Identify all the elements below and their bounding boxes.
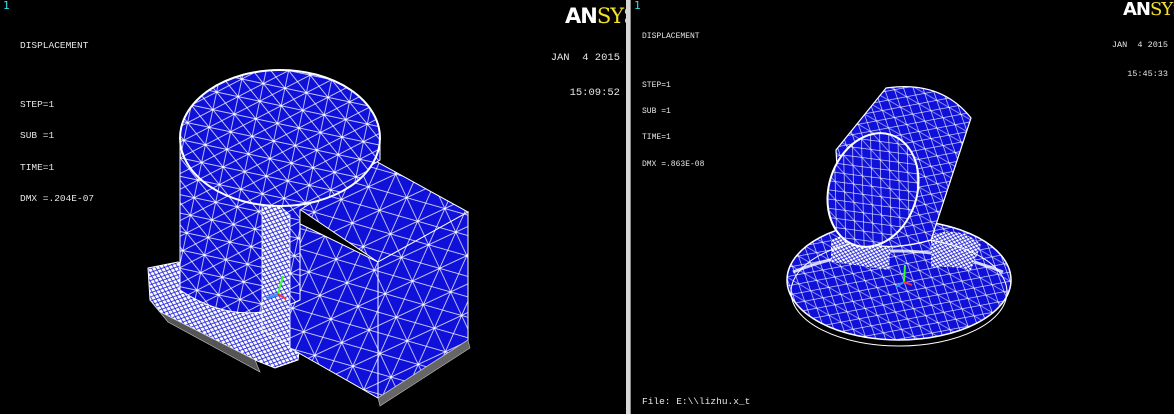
legend-block: DISPLACEMENT STEP=1 SUB =1 TIME=1 DMX =.… xyxy=(642,15,704,187)
substep-label: SUB =1 xyxy=(20,130,55,141)
date-text: JAN 4 2015 xyxy=(1111,40,1168,50)
file-name-label: File: E:\\lizhu.x_t xyxy=(642,396,751,407)
left-mesh-model xyxy=(147,69,471,407)
coordinate-triad xyxy=(895,264,913,288)
dmx-label: DMX =.863E-08 xyxy=(642,159,705,169)
step-label: STEP=1 xyxy=(642,80,671,90)
substep-label: SUB =1 xyxy=(642,106,671,116)
left-model-view[interactable] xyxy=(0,0,626,414)
left-graphics-window[interactable]: 1 DISPLACEMENT STEP=1 SUB =1 TIME=1 DMX … xyxy=(0,0,626,414)
date-text: JAN 4 2015 xyxy=(550,52,620,64)
legend-block: DISPLACEMENT STEP=1 SUB =1 TIME=1 DMX =.… xyxy=(20,20,94,226)
right-mesh-model xyxy=(786,86,1012,347)
time-label: TIME=1 xyxy=(20,161,55,173)
ansys-logo: ANSYS xyxy=(565,4,626,28)
right-graphics-window[interactable]: 1 DISPLACEMENT STEP=1 SUB =1 TIME=1 DMX … xyxy=(630,0,1174,414)
time-text: 15:09:52 xyxy=(569,86,620,99)
result-title: DISPLACEMENT xyxy=(20,40,89,51)
viewport-separator xyxy=(626,0,630,414)
window-number: 1 xyxy=(3,0,10,12)
time-label: TIME=1 xyxy=(642,133,671,143)
time-text: 15:45:33 xyxy=(1127,68,1168,79)
date-time-stamp: JAN 4 2015 15:45:33 xyxy=(1112,22,1168,98)
step-label: STEP=1 xyxy=(20,98,55,110)
right-model-view[interactable] xyxy=(631,0,1174,414)
window-number: 1 xyxy=(634,0,641,12)
coordinate-triad xyxy=(266,275,287,300)
ansys-logo: ANSYS xyxy=(1123,0,1174,20)
date-time-stamp: JAN 4 2015 15:09:52 xyxy=(551,30,620,122)
result-title: DISPLACEMENT xyxy=(642,31,700,41)
dmx-label: DMX =.204E-07 xyxy=(20,193,95,204)
